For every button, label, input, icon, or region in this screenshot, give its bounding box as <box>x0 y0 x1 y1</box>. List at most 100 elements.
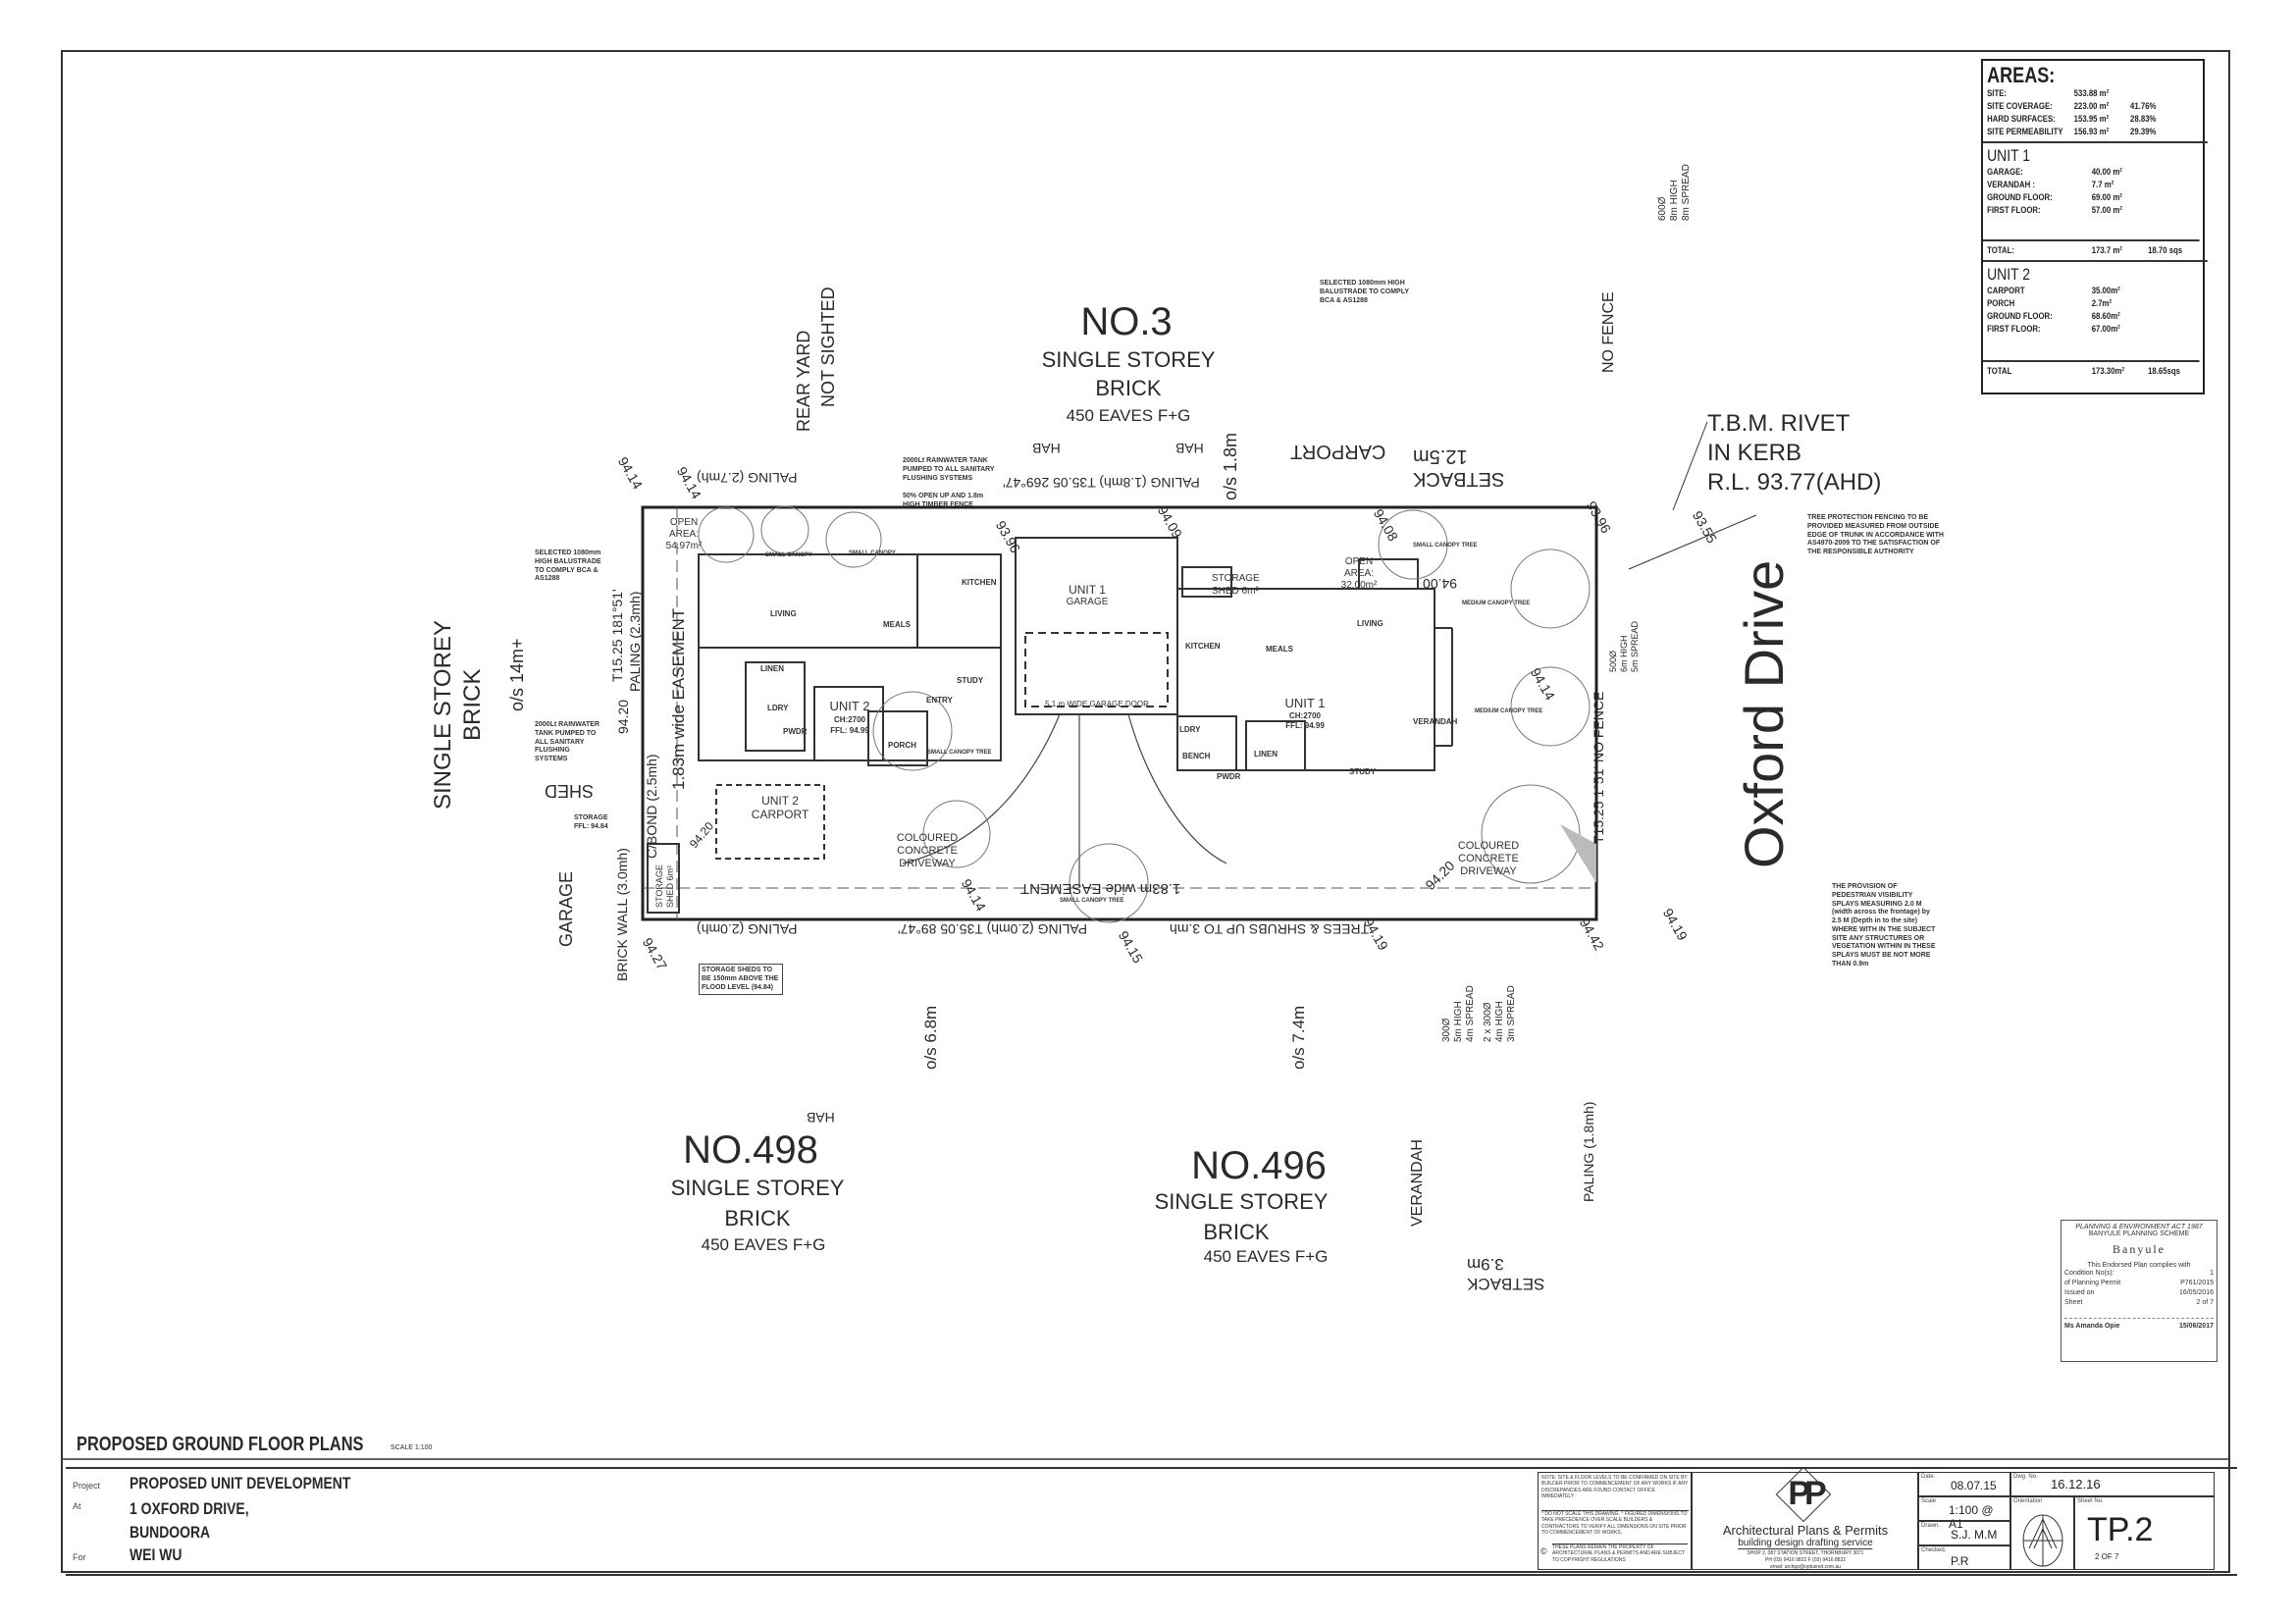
east-boundary: T15.25 1°51' NO FENCE <box>1591 691 1606 844</box>
room-label: PWDR <box>1217 772 1241 781</box>
no-fence-top: NO FENCE <box>1600 291 1617 373</box>
firm-address: SHOP 2, 387 STATION STREET, THORNBURY 30… <box>1747 1550 1864 1556</box>
unit1-ch: CH:2700 <box>1288 711 1322 720</box>
unit2-building <box>647 553 1002 914</box>
paling-bottom-mid: PALING (2.0mh) T35.05 89°47' <box>898 921 1087 937</box>
lot-boundary <box>641 505 1598 921</box>
neighbour-no498-material: BRICK <box>724 1206 791 1230</box>
area-label: VERANDAH : <box>1987 180 2036 190</box>
area-label: SITE COVERAGE: <box>1987 101 2053 112</box>
area-value: 7.7 m² <box>2091 180 2114 190</box>
paling-bottom-left: PALING (2.0mh) <box>697 921 798 937</box>
unit2-open-area-label: AREA: <box>668 529 700 540</box>
room-label: VERANDAH <box>1413 717 1458 726</box>
verandah-south: VERANDAH <box>1409 1139 1426 1227</box>
unit2-open-area: OPEN <box>669 517 699 528</box>
paling-top-right: PALING (1.8mh) T35.05 269°47' <box>1003 475 1200 491</box>
note-levels: NOTE: SITE & FLOOR LEVELS TO BE CONFIRME… <box>1541 1475 1689 1499</box>
tree-label: SMALL CANOPY TREE <box>1413 543 1478 549</box>
driveway-curves <box>902 713 1227 888</box>
os-68: o/s 6.8m <box>921 1005 940 1070</box>
paling-south: PALING (1.8mh) <box>1581 1101 1596 1202</box>
area-pct: 29.39% <box>2130 127 2157 137</box>
neighbour-no496-storey: SINGLE STOREY <box>1154 1189 1329 1214</box>
hab-label-1: HAB <box>1032 441 1061 456</box>
unit2-carport: UNIT 2 <box>761 794 799 808</box>
tree-s1-size: 300Ø <box>1441 1018 1452 1042</box>
unit2-sqs: 18.65sqs <box>2148 366 2181 377</box>
neighbour-no3-eaves: 450 EAVES F+G <box>1066 406 1191 425</box>
area-value: 57.00 m² <box>2091 205 2122 216</box>
brick-wall: BRICK WALL (3.0mh) <box>614 848 630 981</box>
area-value: 153.95 m² <box>2073 114 2110 125</box>
date-value: 08.07.15 <box>1951 1479 1997 1492</box>
cbond-fence: C/BOND (2.5mh) <box>644 754 659 859</box>
driveway-label-unit1-2: CONCRETE <box>1458 853 1519 864</box>
title-block: Project PROPOSED UNIT DEVELOPMENT At 1 O… <box>66 1466 2237 1576</box>
area-value: 533.88 m² <box>2073 88 2110 99</box>
area-pct: 41.76% <box>2130 101 2157 112</box>
room-label: BENCH <box>1182 752 1211 760</box>
area-label: FIRST FLOOR: <box>1987 205 2041 216</box>
note-storage-ffl: STORAGE FFL: 94.84 <box>574 814 608 830</box>
north-arrow-icon <box>2022 1514 2063 1567</box>
setback-top-value: 12.5m <box>1413 445 1468 467</box>
stamp-council-logo: Banyule <box>2113 1242 2166 1256</box>
note-scale: * DO NOT SCALE THIS DRAWING. * FIGURED D… <box>1541 1510 1689 1536</box>
drawn-value: S.J. M.M <box>1951 1528 1998 1542</box>
driveway-label-unit1: COLOURED <box>1457 840 1520 852</box>
note-balustrade-left: SELECTED 1080mm HIGH BALUSTRADE TO COMPL… <box>535 550 601 583</box>
unit1-building <box>1176 558 1453 771</box>
visibility-splay <box>1560 824 1596 883</box>
unit1-garage <box>1015 537 1178 715</box>
west-setback: o/s 14m+ <box>507 638 527 711</box>
tree-s1-spread: 4m SPREAD <box>1465 985 1476 1042</box>
neighbour-no496-name: NO.496 <box>1191 1144 1327 1187</box>
note-tank-top: 2000Lt RAINWATER TANK PUMPED TO ALL SANI… <box>903 457 995 482</box>
area-label: FIRST FLOOR: <box>1987 324 2041 335</box>
os-top: o/s 1.8m <box>1221 432 1240 500</box>
sheet-no-label: Sheet No. <box>2077 1498 2104 1504</box>
project-name: PROPOSED UNIT DEVELOPMENT <box>130 1474 351 1492</box>
firm-phone: PH (03) 9416 9822 F (03) 9416 8822 <box>1765 1557 1846 1563</box>
setback-south-value: 3.9m <box>1467 1255 1504 1274</box>
trees <box>698 505 1591 923</box>
client-name: WEI WU <box>130 1545 183 1564</box>
unit1-open-area-value: 32.00m² <box>1340 580 1378 591</box>
room-label: PORCH <box>888 741 916 750</box>
area-label: SITE: <box>1987 88 2008 99</box>
stamp-issued: 16/05/2016 <box>2178 1289 2214 1296</box>
stamp-scheme: BANYULE PLANNING SCHEME <box>2088 1230 2190 1237</box>
tree-top-size: 600Ø <box>1657 196 1668 221</box>
unit1-areas-title: UNIT 1 <box>1987 146 2031 165</box>
tree-top-height: 8m HIGH <box>1669 180 1680 221</box>
driveway-label-unit2-2: CONCRETE <box>897 845 958 857</box>
area-label: PORCH <box>1987 298 2015 309</box>
sheet-scale: SCALE 1:100 <box>391 1444 433 1451</box>
rear-yard-label-2: NOT SIGHTED <box>818 287 838 407</box>
unit1-storage-size: SHED 6m² <box>1212 586 1259 597</box>
firm-email: email: archpp@optusnet.com.au <box>1769 1564 1842 1570</box>
neighbour-no3-name: NO.3 <box>1080 300 1173 343</box>
sheet-number: TP.2 <box>2087 1511 2154 1548</box>
firm-name: Architectural Plans & Permits <box>1722 1523 1889 1538</box>
neighbour-west-material: BRICK <box>459 668 486 741</box>
sheet-border <box>61 50 2230 1573</box>
unit2-storage-size: SHED 6m² <box>665 864 675 908</box>
stamp-sheet: 2 of 7 <box>2196 1299 2214 1306</box>
room-label: LDRY <box>1179 725 1201 734</box>
stamp-date: 15/06/2017 <box>2178 1323 2214 1330</box>
neighbour-no496-eaves: 450 EAVES F+G <box>1203 1247 1329 1266</box>
hab-label-2: HAB <box>1175 441 1204 456</box>
unit2-total-label: TOTAL <box>1987 366 2012 377</box>
dwg-label: Dwg. No. <box>2013 1474 2038 1480</box>
paling-top-left: PALING (2.7mh) <box>697 470 798 486</box>
note-copyright: THESE PLANS REMAIN THE PROPERTY OF ARCHI… <box>1552 1544 1688 1563</box>
area-value: 69.00 m² <box>2091 192 2122 203</box>
unit2-carport-label: CARPORT <box>751 808 809 821</box>
dwg-value: 16.12.16 <box>2051 1477 2101 1492</box>
areas-title: AREAS: <box>1987 63 2056 87</box>
note-storage-flood: STORAGE SHEDS TO BE 150mm ABOVE THE FLOO… <box>699 964 783 996</box>
area-value: 40.00 m² <box>2091 167 2122 178</box>
note-balustrade-top: SELECTED 1080mm HIGH BALUSTRADE TO COMPL… <box>1320 280 1409 304</box>
